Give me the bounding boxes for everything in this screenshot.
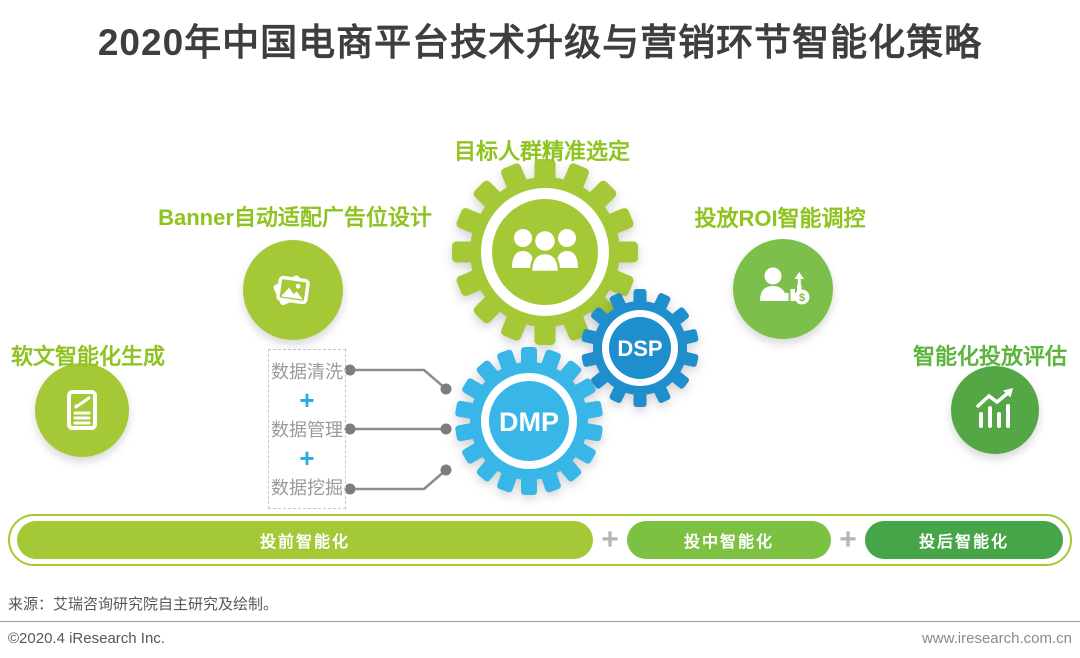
data-process-box: 数据清洗 + 数据管理 + 数据挖掘 — [268, 349, 346, 509]
person-chart-dollar-icon: $ — [760, 267, 810, 305]
label-target-audience: 目标人群精准选定 — [453, 139, 631, 164]
rising-chart-icon — [976, 388, 1013, 428]
soft-article-node — [35, 363, 129, 457]
footer-divider — [0, 621, 1080, 622]
copyright-text: ©2020.4 iResearch Inc. — [8, 630, 165, 647]
stage-pre-launch: 投前智能化 — [17, 521, 593, 559]
dsp-gear-label: DSP — [617, 336, 662, 361]
source-note: 来源：艾瑞咨询研究院自主研究及绘制。 — [8, 596, 279, 613]
target-audience-gear — [452, 159, 638, 345]
data-process-item-mining: 数据挖掘 — [271, 478, 343, 498]
photos-icon — [273, 275, 310, 306]
label-banner-design: Banner自动适配广告位设计 — [158, 205, 432, 230]
label-evaluation: 智能化投放评估 — [912, 344, 1068, 369]
pipeline-plus-separator: + — [601, 523, 619, 556]
people-group-icon — [512, 228, 578, 274]
label-soft-article: 软文智能化生成 — [10, 344, 166, 369]
stage-mid-launch: 投中智能化 — [627, 521, 831, 559]
data-process-item-management: 数据管理 — [271, 420, 343, 440]
dmp-gear: DMP — [454, 347, 604, 495]
dsp-gear: DSP — [581, 289, 699, 407]
roi-node: $ — [733, 239, 833, 339]
document-pen-icon — [67, 390, 97, 430]
stage-post-launch: 投后智能化 — [865, 521, 1063, 559]
pipeline-plus-separator: + — [839, 523, 857, 556]
evaluation-node — [951, 366, 1039, 454]
svg-text:$: $ — [799, 292, 805, 304]
plus-separator: + — [299, 385, 315, 415]
pipeline-bar: 投前智能化 + 投中智能化 + 投后智能化 — [8, 514, 1072, 566]
data-process-item-cleaning: 数据清洗 — [271, 362, 343, 382]
dmp-gear-label: DMP — [499, 407, 559, 437]
banner-node — [243, 240, 343, 340]
page-title: 2020年中国电商平台技术升级与营销环节智能化策略 — [97, 22, 983, 63]
plus-separator: + — [299, 443, 315, 473]
website-text: www.iresearch.com.cn — [921, 630, 1072, 647]
label-roi-control: 投放ROI智能调控 — [694, 206, 866, 231]
